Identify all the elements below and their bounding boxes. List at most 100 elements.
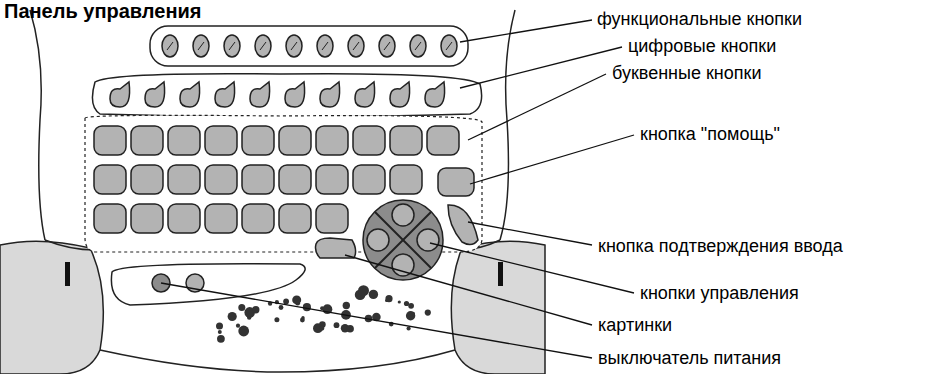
key-mark — [229, 42, 235, 50]
function-key — [441, 35, 457, 57]
callout-label: цифровые кнопки — [628, 36, 776, 56]
speaker-hole — [408, 303, 414, 309]
speaker-hole — [217, 335, 225, 343]
help-key — [438, 168, 474, 196]
letter-key — [94, 126, 126, 155]
speaker-hole — [412, 312, 415, 315]
speaker-hole — [292, 295, 301, 304]
speaker-dots — [216, 285, 431, 342]
callout-label: кнопки управления — [640, 283, 799, 303]
letter-key — [131, 204, 163, 233]
speaker-hole — [238, 304, 245, 311]
function-key — [162, 35, 178, 57]
key-mark — [384, 42, 390, 50]
speaker-hole — [228, 312, 237, 321]
digit-key — [180, 82, 200, 107]
digit-key — [145, 82, 165, 107]
speaker-hole — [252, 306, 259, 313]
letter-key — [242, 204, 274, 233]
side-grip — [0, 241, 103, 374]
key-mark — [198, 42, 204, 50]
power-panel — [111, 264, 305, 305]
digit-key — [425, 82, 445, 107]
letter-key — [353, 165, 385, 194]
function-keys — [162, 35, 457, 57]
speaker-hole — [303, 303, 311, 311]
letter-key — [353, 126, 385, 155]
letter-key — [94, 165, 126, 194]
leader-lines — [161, 20, 634, 358]
letter-key — [279, 165, 311, 194]
letter-key — [168, 165, 200, 194]
speaker-hole — [238, 326, 249, 337]
speaker-hole — [398, 300, 401, 303]
speaker-hole — [274, 317, 279, 322]
enter-key — [448, 205, 478, 245]
letter-key — [390, 126, 422, 155]
letter-key — [168, 204, 200, 233]
digit-key — [285, 82, 305, 107]
digit-key — [390, 82, 410, 107]
callout-label: буквенные кнопки — [612, 63, 762, 83]
speaker-hole — [334, 322, 340, 328]
key-mark — [167, 42, 173, 50]
panel-title: Панель управления — [4, 0, 201, 22]
digit-keys — [110, 82, 445, 107]
letter-key — [316, 165, 348, 194]
letter-key — [205, 204, 237, 233]
letter-key — [131, 165, 163, 194]
letter-key — [279, 204, 311, 233]
callout-label: картинки — [598, 315, 672, 335]
speaker-hole — [346, 325, 354, 333]
speaker-hole — [385, 295, 392, 302]
speaker-hole — [301, 316, 304, 319]
key-mark — [415, 42, 421, 50]
digit-key — [320, 82, 340, 107]
letter-key — [316, 204, 348, 233]
key-mark — [353, 42, 359, 50]
pictures-key — [316, 238, 356, 258]
letter-key — [427, 126, 459, 155]
keyboard-frame — [85, 115, 482, 252]
side-mark — [65, 262, 70, 286]
letter-key — [94, 204, 126, 233]
callout-label: функциональные кнопки — [597, 9, 802, 29]
callout-label: кнопка "помощь" — [640, 124, 780, 144]
digit-key — [355, 82, 375, 107]
function-bar — [150, 26, 468, 66]
key-mark — [291, 42, 297, 50]
speaker-hole — [343, 302, 350, 309]
housing-outline — [100, 350, 455, 372]
speaker-hole — [283, 299, 289, 305]
function-key — [255, 35, 271, 57]
speaker-hole — [425, 310, 431, 316]
key-mark — [446, 42, 452, 50]
function-key — [317, 35, 333, 57]
function-key — [348, 35, 364, 57]
speaker-hole — [358, 285, 369, 296]
speaker-hole — [236, 324, 240, 328]
letter-key — [316, 126, 348, 155]
speaker-hole — [216, 323, 223, 330]
speaker-hole — [218, 330, 222, 334]
speaker-hole — [279, 305, 284, 310]
letter-key — [205, 126, 237, 155]
speaker-hole — [407, 326, 411, 330]
digit-key — [250, 82, 270, 107]
function-key — [193, 35, 209, 57]
function-key — [224, 35, 240, 57]
letter-key — [131, 126, 163, 155]
digit-key — [110, 82, 130, 107]
letter-key — [168, 126, 200, 155]
speaker-hole — [406, 311, 415, 320]
letter-key — [205, 165, 237, 194]
key-mark — [260, 42, 266, 50]
function-key — [410, 35, 426, 57]
key-mark — [322, 42, 328, 50]
side-mark — [498, 262, 503, 286]
letter-key — [242, 165, 274, 194]
letter-key — [279, 126, 311, 155]
speaker-hole — [319, 325, 324, 330]
callout-label: выключатель питания — [598, 348, 781, 368]
